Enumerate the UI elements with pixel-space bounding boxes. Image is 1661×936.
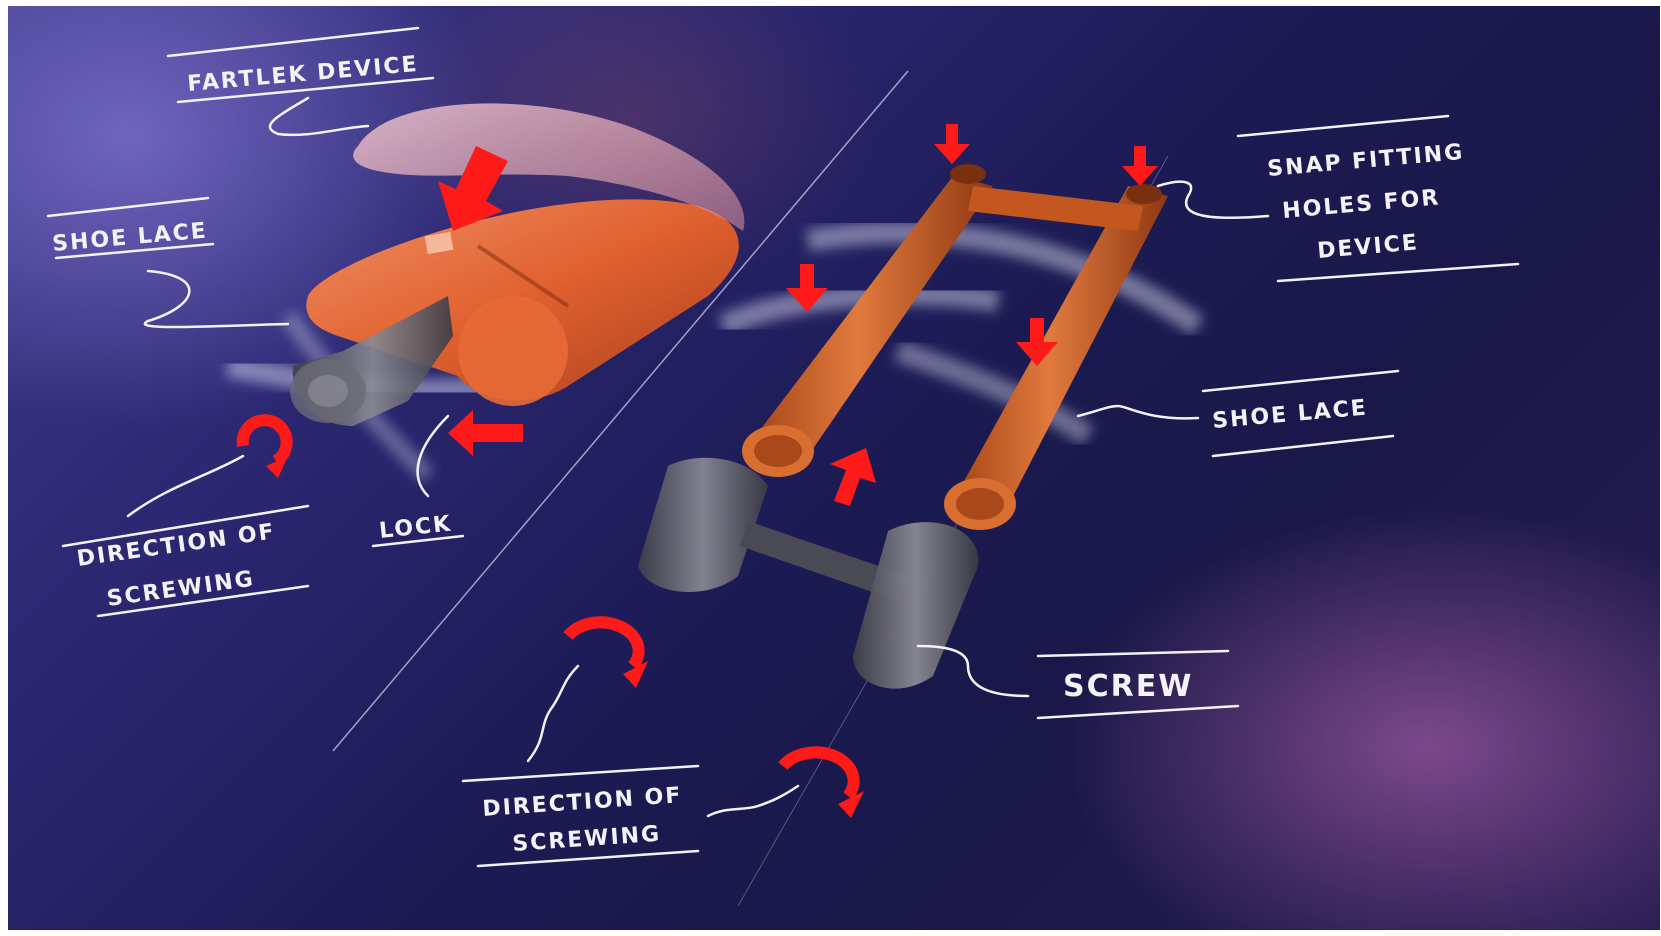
label-screw: SCREW <box>1063 669 1193 704</box>
red-arrow-lock <box>448 410 523 456</box>
snap-hole-1 <box>950 164 986 184</box>
label-direction-bottom-2: SCREWING <box>512 822 662 857</box>
rotate-icon-left <box>243 420 287 461</box>
label-snap-1: SNAP FITTING <box>1266 140 1465 182</box>
label-direction-bottom-1: DIRECTION OF <box>482 783 684 822</box>
concept-sketch: FARTLEK DEVICE SHOE LACE DIRECTION OF SC… <box>8 6 1660 930</box>
red-arrow-snap-1 <box>934 124 970 164</box>
frame-crossbar <box>968 186 1143 231</box>
label-shoe-lace-right: SHOE LACE <box>1211 395 1368 433</box>
rotation-arrows <box>243 420 854 796</box>
snap-hole-2 <box>1126 184 1162 204</box>
rotate-icon-bottom <box>568 622 639 666</box>
red-arrow-snap-2 <box>1122 146 1158 186</box>
label-snap-2: HOLES FOR <box>1281 185 1441 224</box>
label-snap-3: DEVICE <box>1316 230 1419 264</box>
screw-right <box>853 522 978 688</box>
red-arrow-up <box>830 448 876 506</box>
illustration-canvas: FARTLEK DEVICE SHOE LACE DIRECTION OF SC… <box>8 6 1660 930</box>
